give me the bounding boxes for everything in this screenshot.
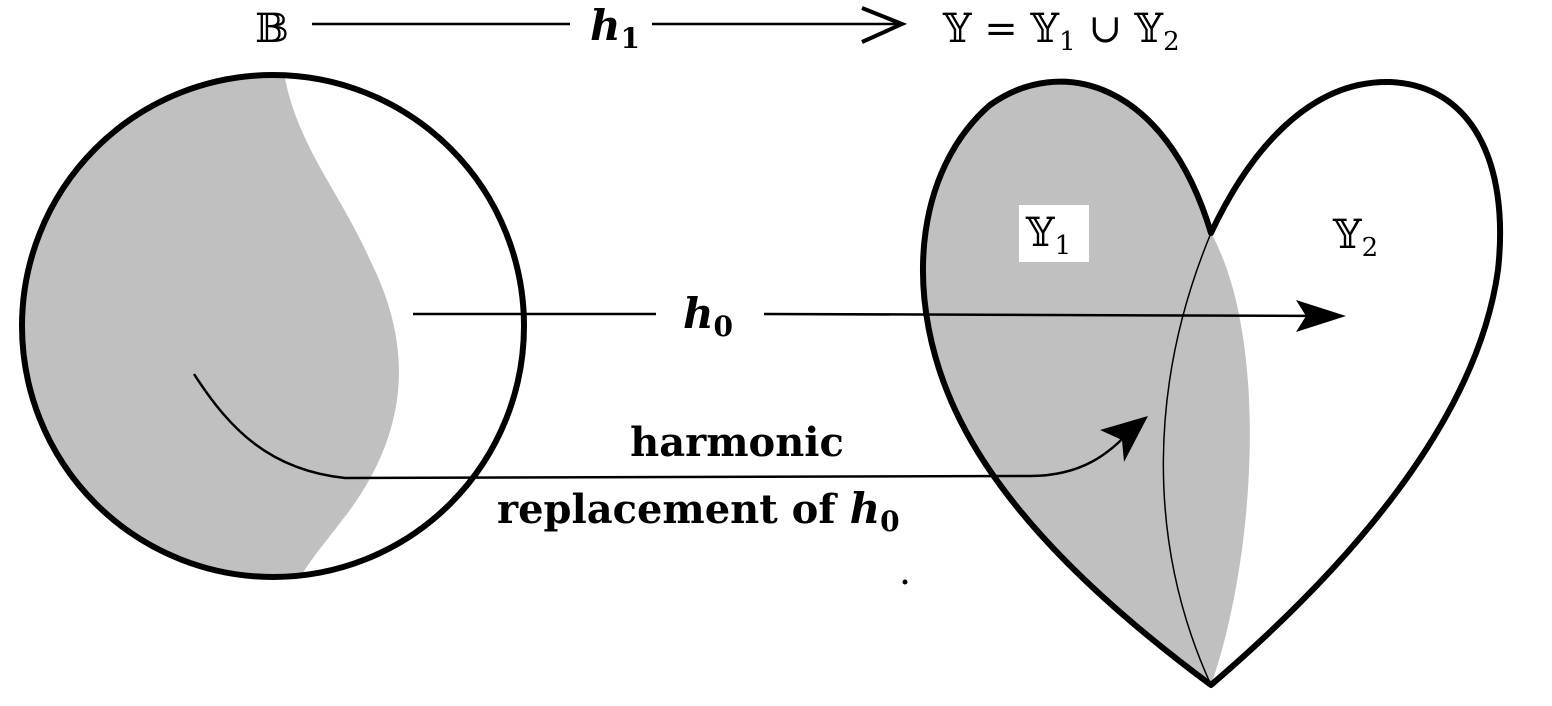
middle-map-label: h0	[683, 289, 733, 343]
middle-map-subscript: 0	[714, 310, 733, 343]
y1-label-box	[1019, 205, 1089, 262]
domain-label-B: 𝔹	[255, 6, 289, 52]
y2-subscript: 2	[1362, 233, 1379, 263]
middle-arrowhead	[1296, 300, 1346, 332]
top-map-subscript: 1	[621, 22, 640, 55]
inner-boundary-curve	[1162, 232, 1212, 686]
unit-disk	[19, 72, 527, 580]
target-label: 𝕐 = 𝕐1 ∪ 𝕐2	[942, 6, 1180, 57]
y1-subscript: 1	[1055, 231, 1072, 261]
heart-domain	[920, 78, 1504, 688]
speck	[902, 579, 908, 585]
harmonic-arrowhead	[1100, 416, 1148, 462]
disk-boundary	[19, 72, 527, 580]
harmonic-curved-arrow	[192, 373, 1136, 480]
disk-shaded-region	[22, 75, 399, 577]
middle-arrow-shaft-right	[763, 312, 1341, 318]
target-sub2: 2	[1163, 27, 1180, 57]
y1-label: 𝕐1	[1025, 210, 1071, 261]
target-sub1: 1	[1059, 27, 1076, 57]
top-map-label: h1	[590, 1, 640, 55]
y2-label: 𝕐2	[1332, 212, 1378, 263]
harmonic-map-subscript: 0	[880, 505, 899, 538]
harmonic-map-label: h	[850, 484, 881, 533]
heart-boundary	[920, 78, 1504, 688]
top-arrowhead	[861, 6, 908, 44]
harmonic-label-line1: harmonic	[630, 419, 844, 466]
